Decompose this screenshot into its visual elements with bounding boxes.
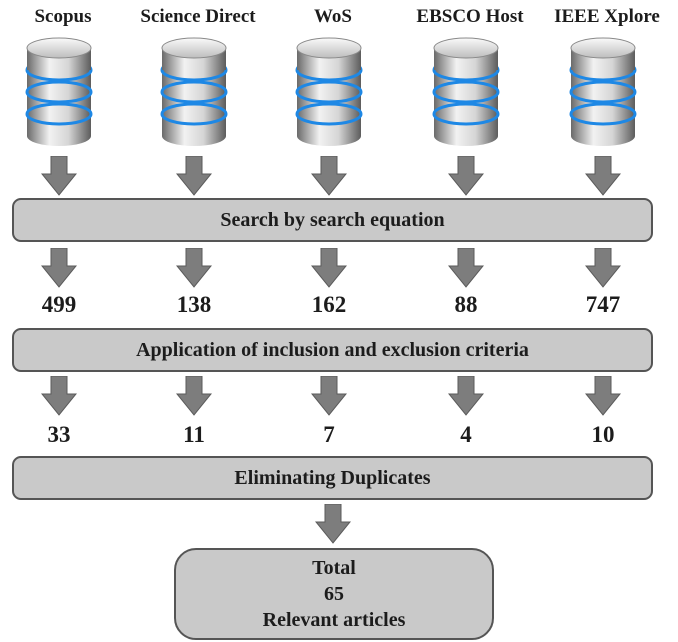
down-arrow-icon [310,375,348,416]
down-arrow-icon [314,503,352,544]
source-label-ieee-xplore: IEEE Xplore [554,6,660,27]
down-arrow-icon [584,155,622,196]
source-label-science-direct: Science Direct [140,6,256,27]
total-caption: Relevant articles [262,609,406,631]
count-scopus-search: 499 [41,292,77,317]
total-box: Total 65 Relevant articles [174,548,494,640]
down-arrow-icon [584,247,622,288]
down-arrow-icon [40,375,78,416]
down-arrow-icon [310,155,348,196]
count-science-direct-criteria: 11 [183,422,205,447]
total-label: Total [312,557,356,579]
total-value: 65 [324,583,344,605]
down-arrow-icon [175,155,213,196]
count-scopus-criteria: 33 [47,422,71,447]
step-criteria-box: Application of inclusion and exclusion c… [12,328,653,372]
count-science-direct-search: 138 [176,292,212,317]
step-criteria-label: Application of inclusion and exclusion c… [136,338,529,361]
step-duplicates-label: Eliminating Duplicates [234,466,431,489]
database-icon [568,36,638,148]
down-arrow-icon [175,247,213,288]
step-search-label: Search by search equation [220,208,445,231]
count-ebsco-criteria: 4 [460,422,472,447]
count-ieee-search: 747 [585,292,621,317]
down-arrow-icon [310,247,348,288]
source-label-scopus: Scopus [34,6,92,27]
database-icon [24,36,94,148]
database-icon [159,36,229,148]
down-arrow-icon [447,247,485,288]
source-label-ebsco-host: EBSCO Host [416,6,524,27]
down-arrow-icon [447,155,485,196]
count-wos-criteria: 7 [323,422,335,447]
count-ieee-criteria: 10 [591,422,615,447]
database-icon [294,36,364,148]
down-arrow-icon [40,247,78,288]
down-arrow-icon [447,375,485,416]
count-ebsco-search: 88 [454,292,478,317]
database-icon [431,36,501,148]
down-arrow-icon [584,375,622,416]
step-search-box: Search by search equation [12,198,653,242]
source-label-wos: WoS [313,6,353,27]
step-duplicates-box: Eliminating Duplicates [12,456,653,500]
count-wos-search: 162 [311,292,347,317]
down-arrow-icon [175,375,213,416]
down-arrow-icon [40,155,78,196]
